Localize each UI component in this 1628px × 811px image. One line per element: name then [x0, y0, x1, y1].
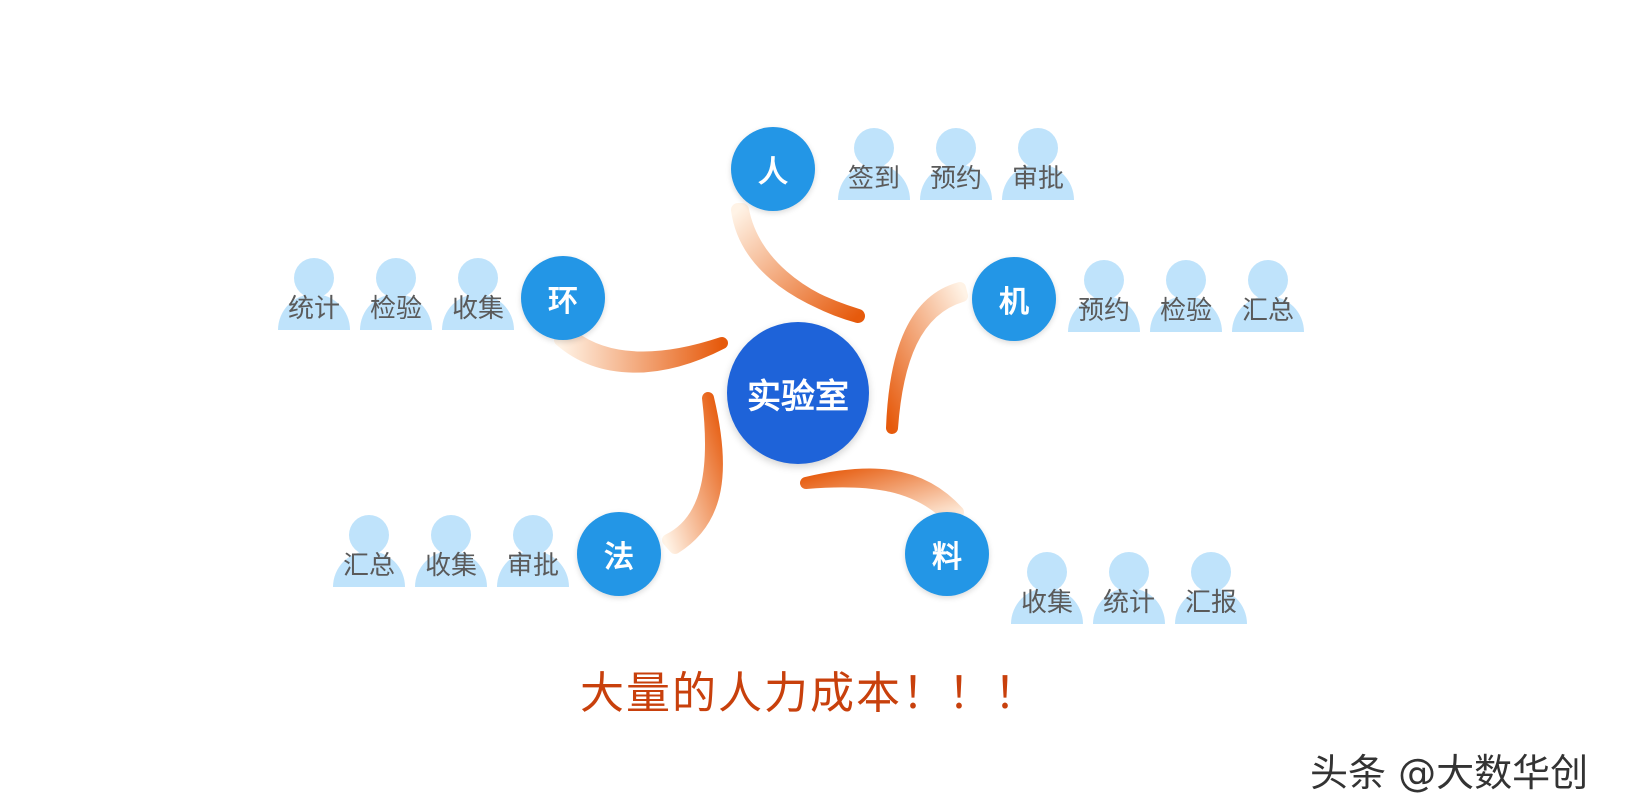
person-icon: 预约	[1068, 260, 1140, 332]
person-icon: 检验	[360, 258, 432, 330]
person-label: 审批	[506, 551, 559, 581]
person-icon: 汇总	[333, 515, 405, 587]
person-label: 收集	[1020, 588, 1073, 618]
person-label: 汇总	[1241, 296, 1294, 326]
person-icon: 统计	[278, 258, 350, 330]
factor-label: 料	[932, 540, 962, 575]
center-node-label: 实验室	[747, 376, 849, 417]
person-icon: 预约	[920, 128, 992, 200]
factor-label: 人	[758, 155, 788, 190]
center-node-lab: 实验室	[727, 322, 869, 464]
connector-environment	[554, 330, 728, 373]
watermark-text: 头条 @大数华创	[1310, 751, 1589, 795]
connector-machine	[886, 282, 968, 434]
person-label: 汇总	[342, 551, 395, 581]
person-label: 汇报	[1184, 588, 1237, 618]
factor-label: 机	[999, 285, 1029, 320]
factor-node-method: 法	[577, 512, 661, 596]
person-icon: 检验	[1150, 260, 1222, 332]
person-icon: 收集	[442, 258, 514, 330]
person-icon: 签到	[838, 128, 910, 200]
person-label: 统计	[1102, 588, 1155, 618]
person-icon: 审批	[497, 515, 569, 587]
connector-person	[731, 203, 865, 323]
person-label: 收集	[424, 551, 477, 581]
factor-label: 法	[604, 540, 634, 575]
person-icon: 统计	[1093, 552, 1165, 624]
person-label: 统计	[287, 294, 340, 324]
person-label: 签到	[847, 164, 900, 194]
person-icon: 汇总	[1232, 260, 1304, 332]
person-label: 预约	[929, 164, 982, 194]
person-icon: 汇报	[1175, 552, 1247, 624]
person-label: 收集	[451, 294, 504, 324]
person-icon: 审批	[1002, 128, 1074, 200]
factor-node-person: 人	[731, 127, 815, 211]
person-label: 预约	[1077, 296, 1130, 326]
person-label: 检验	[369, 294, 422, 324]
caption-text: 大量的人力成本！！！	[580, 668, 1040, 719]
person-icon: 收集	[1011, 552, 1083, 624]
connector-material	[800, 468, 964, 524]
factor-label: 环	[548, 284, 578, 319]
factor-node-material: 料	[905, 512, 989, 596]
person-label: 检验	[1159, 296, 1212, 326]
factor-node-machine: 机	[972, 257, 1056, 341]
person-label: 审批	[1011, 164, 1064, 194]
factor-node-environment: 环	[521, 256, 605, 340]
connector-method	[662, 392, 723, 554]
person-icon: 收集	[415, 515, 487, 587]
